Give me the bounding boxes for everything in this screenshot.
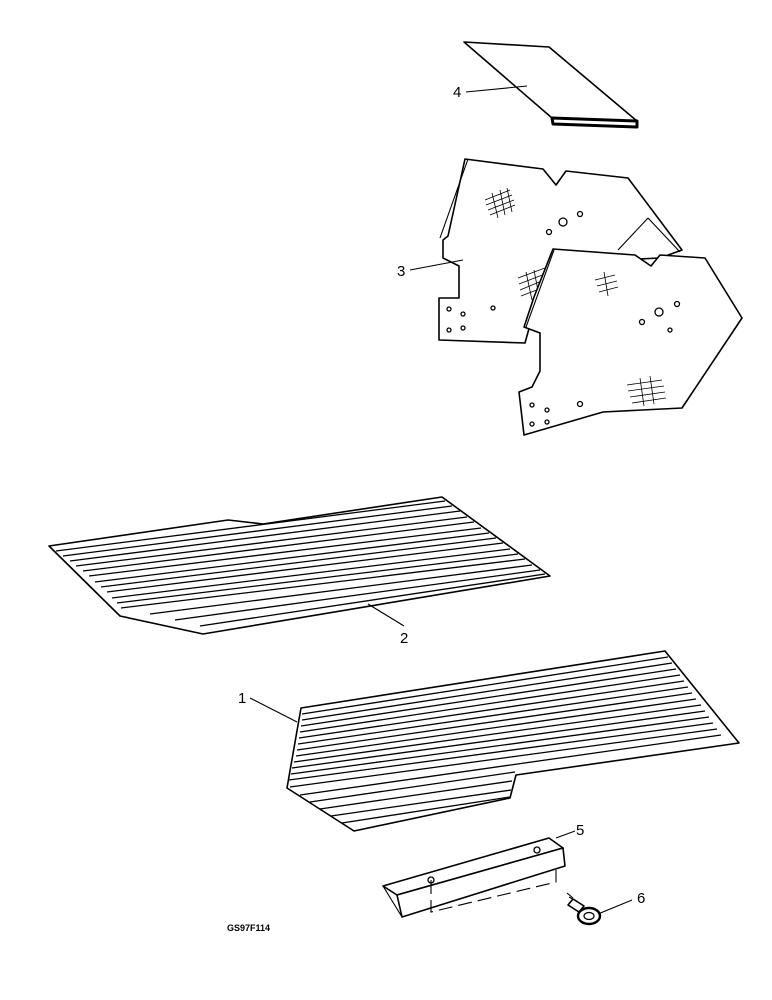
callout-4: 4 — [453, 84, 528, 101]
mat-1-ribs — [288, 656, 722, 824]
callout-1: 1 — [238, 690, 298, 723]
fastener-part-6 — [566, 892, 602, 926]
hatch-front-2 — [626, 375, 667, 407]
callout-label-1: 1 — [238, 690, 246, 707]
panel-part-4 — [463, 41, 639, 129]
callout-2: 2 — [367, 603, 408, 647]
callout-label-4: 4 — [453, 84, 461, 101]
angle-bracket-part-5 — [382, 837, 566, 918]
callout-label-6: 6 — [637, 890, 645, 907]
hatch-rear-1 — [484, 187, 516, 219]
figure-id: GS97F114 — [227, 923, 270, 933]
callout-3: 3 — [397, 259, 464, 280]
callout-6: 6 — [597, 890, 645, 915]
floor-mat-part-1 — [286, 650, 740, 832]
hatch-rear-2 — [517, 267, 546, 301]
floor-mat-part-2 — [48, 496, 551, 635]
callout-label-5: 5 — [576, 822, 584, 839]
callout-label-2: 2 — [400, 630, 408, 647]
side-panel-front — [518, 248, 743, 436]
callout-label-3: 3 — [397, 263, 405, 280]
hatch-front-1 — [594, 271, 619, 297]
side-panels-part-3 — [438, 158, 743, 436]
callout-5: 5 — [555, 822, 584, 839]
mat-2-ribs — [55, 500, 546, 627]
